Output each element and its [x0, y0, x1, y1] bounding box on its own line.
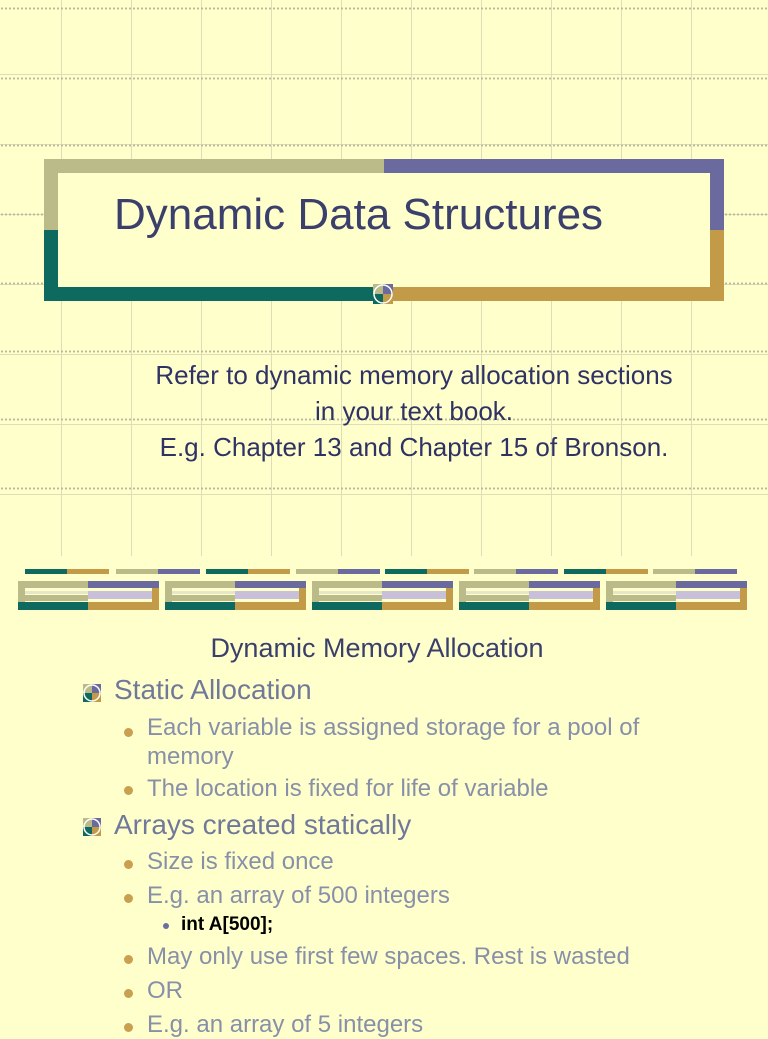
bullet-dot-icon [163, 923, 169, 929]
quadrant-bullet-icon [83, 684, 101, 702]
title-panel [58, 173, 710, 287]
slide-divider [0, 556, 768, 616]
quadrant-knob-icon [373, 284, 393, 304]
frame-right-bottom [710, 230, 724, 301]
slide-1: Dynamic Data Structures Refer to dynamic… [0, 0, 768, 556]
bullet-dot-icon [124, 728, 133, 737]
bullet-item: E.g. an array of 500 integers [147, 882, 450, 909]
slide-2: Dynamic Memory Allocation Static Allocat… [0, 616, 768, 1038]
divider-thin-bar [564, 569, 648, 574]
dotted-rule [0, 77, 768, 80]
frame-left-bottom [44, 230, 58, 301]
bullet-dot-icon [124, 1023, 133, 1032]
frame-top-left [44, 159, 384, 173]
bullet-item: OR [147, 977, 183, 1004]
bullet-item: Each variable is assigned storage for a … [147, 714, 640, 770]
quadrant-bullet-icon [83, 818, 101, 836]
dotted-rule [0, 7, 768, 10]
frame-bottom-right [384, 287, 724, 301]
dotted-rule [0, 350, 768, 353]
divider-thin-bar [116, 569, 200, 574]
bullet-item: Size is fixed once [147, 848, 334, 875]
divider-block [459, 581, 600, 610]
frame-bottom-left [44, 287, 384, 301]
divider-thin-bar [296, 569, 380, 574]
body-line: E.g. Chapter 13 and Chapter 15 of Bronso… [159, 432, 669, 462]
dotted-rule [0, 418, 768, 421]
bullet-static-allocation: Static Allocation [114, 674, 312, 705]
body-line: Refer to dynamic memory allocation secti… [155, 360, 673, 390]
bullet-item: May only use first few spaces. Rest is w… [147, 943, 630, 970]
slide-body: Refer to dynamic memory allocation secti… [60, 357, 768, 465]
divider-thin-bar [206, 569, 290, 574]
bullet-item: The location is fixed for life of variab… [147, 775, 549, 802]
body-line: in your text book. [315, 396, 513, 426]
divider-block [312, 581, 453, 610]
divider-thin-bar [474, 569, 558, 574]
slide-title: Dynamic Data Structures [114, 190, 604, 239]
frame-left-top [44, 159, 58, 230]
bullet-dot-icon [124, 786, 133, 795]
bullet-dot-icon [124, 894, 133, 903]
divider-block [18, 581, 159, 610]
divider-thin-bar [653, 569, 737, 574]
dotted-rule [0, 144, 768, 147]
bullet-item: E.g. an array of 5 integers [147, 1011, 424, 1038]
dotted-rule [0, 487, 768, 490]
divider-thin-bar [25, 569, 109, 574]
divider-block [165, 581, 306, 610]
bullet-dot-icon [124, 860, 133, 869]
bullet-arrays-statically: Arrays created statically [114, 809, 412, 840]
code-example: int A[500]; [181, 914, 274, 935]
slide-2-title: Dynamic Memory Allocation [210, 633, 544, 663]
frame-right-top [710, 159, 724, 230]
bullet-dot-icon [124, 955, 133, 964]
bullet-dot-icon [124, 989, 133, 998]
divider-block [606, 581, 747, 610]
divider-thin-bar [385, 569, 469, 574]
frame-top-right [384, 159, 724, 173]
